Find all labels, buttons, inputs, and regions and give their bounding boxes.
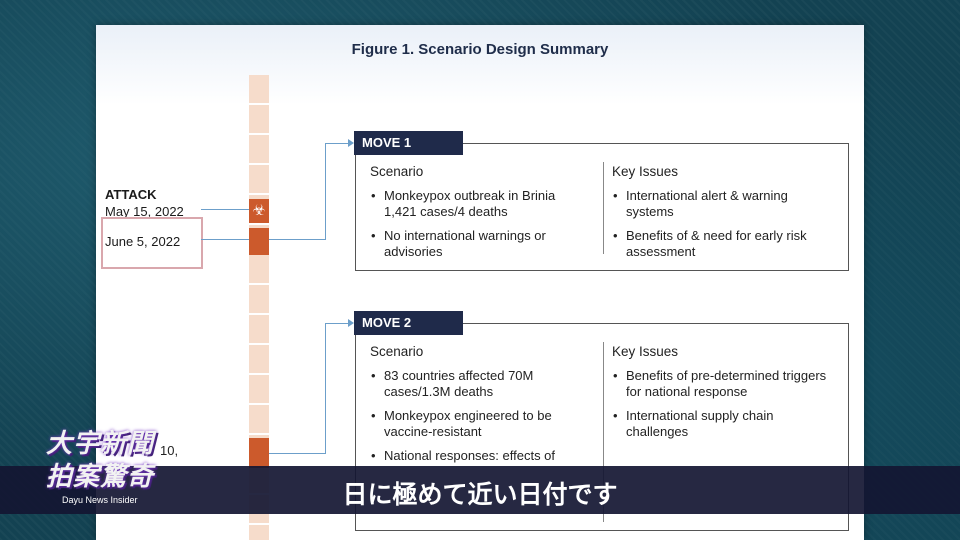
move2-scenario-item: 83 countries affected 70M cases/1.3M dea… xyxy=(371,368,590,400)
arrow-move2-icon xyxy=(348,319,354,327)
timeline-marker-move2 xyxy=(249,438,269,468)
move1-issue-item: International alert & warning systems xyxy=(613,188,832,220)
subtitle-text: 日に極めて近い日付です xyxy=(342,480,618,509)
connector-move2-top xyxy=(325,323,349,324)
connector-move2 xyxy=(269,323,326,454)
connector-attack xyxy=(201,209,249,210)
move2-divider xyxy=(603,342,604,522)
move1-issues: Key Issues International alert & warning… xyxy=(612,164,832,268)
arrow-move1-icon xyxy=(348,139,354,147)
move1-box: Scenario Monkeypox outbreak in Brinia 1,… xyxy=(355,143,849,271)
move2-scenario-item: National responses: effects of xyxy=(371,448,590,464)
partial-date: 10, xyxy=(160,443,179,458)
move2-issues: Key Issues Benefits of pre-determined tr… xyxy=(612,344,832,448)
move1-issues-head: Key Issues xyxy=(612,164,679,179)
move1-scenario-head: Scenario xyxy=(370,164,424,179)
move2-scenario-item: Monkeypox engineered to be vaccine-resis… xyxy=(371,408,590,440)
move1-scenario-item: Monkeypox outbreak in Brinia 1,421 cases… xyxy=(371,188,590,220)
move2-scenario-head: Scenario xyxy=(370,344,424,359)
connector-move1 xyxy=(269,143,326,240)
figure-title: Figure 1. Scenario Design Summary xyxy=(351,41,609,58)
move2-scenario: Scenario 83 countries affected 70M cases… xyxy=(370,344,590,472)
highlight-box xyxy=(101,217,203,269)
logo-line1: 大宇新聞 xyxy=(46,429,155,459)
move1-divider xyxy=(603,162,604,254)
attack-label: ATTACK xyxy=(105,187,157,202)
move1-scenario-item: No international warnings or advisories xyxy=(371,228,590,260)
connector-june xyxy=(201,239,249,240)
channel-logo: 大宇新聞 拍案驚奇 Dayu News Insider xyxy=(46,423,176,511)
timeline-marker-june xyxy=(249,228,269,255)
logo-subtitle: Dayu News Insider xyxy=(62,495,138,505)
document-page: Figure 1. Scenario Design Summary ☣ ATTA… xyxy=(96,25,864,540)
move2-issue-item: International supply chain challenges xyxy=(613,408,832,440)
subtitle-bar xyxy=(0,466,960,514)
biohazard-icon: ☣ xyxy=(249,199,269,223)
move2-tag: MOVE 2 xyxy=(354,311,463,335)
timeline-bar xyxy=(249,75,269,540)
move2-issue-item: Benefits of pre-determined triggers for … xyxy=(613,368,832,400)
move2-issues-head: Key Issues xyxy=(612,344,679,359)
page-header-band xyxy=(96,25,864,105)
move1-issue-item: Benefits of & need for early risk assess… xyxy=(613,228,832,260)
move1-tag: MOVE 1 xyxy=(354,131,463,155)
connector-move1-top xyxy=(325,143,349,144)
attack-date: May 15, 2022 xyxy=(105,204,184,219)
move1-scenario: Scenario Monkeypox outbreak in Brinia 1,… xyxy=(370,164,590,268)
logo-line2: 拍案驚奇 xyxy=(46,462,155,492)
highlight-date: June 5, 2022 xyxy=(105,234,181,249)
